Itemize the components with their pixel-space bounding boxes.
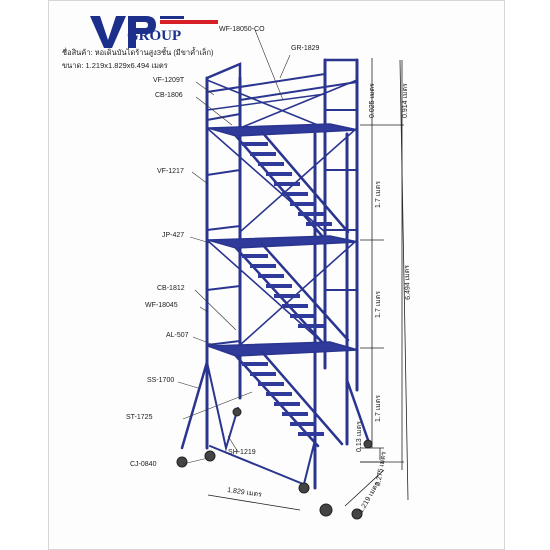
product-name: ชื่อสินค้า: หอเดินบันไดร้านสูง3ชั้น (มีข… <box>62 48 214 57</box>
callout-cj-0840: CJ-0840 <box>130 461 157 468</box>
dim-0025: 0.025 เมตร <box>369 83 376 118</box>
logo-group-text: GROUP <box>127 28 182 44</box>
callout-vf-1217: VF-1217 <box>157 168 184 175</box>
callout-cb-1806: CB-1806 <box>155 92 183 99</box>
callout-gr-1829: GR-1829 <box>291 45 320 52</box>
vpc-logo <box>90 16 218 48</box>
callout-cb-1812: CB-1812 <box>157 285 185 292</box>
callout-ss-1700: SS-1700 <box>147 377 175 384</box>
dim-17-top: 1.7 เมตร <box>375 181 382 208</box>
callout-st-1725: ST-1725 <box>126 414 153 421</box>
callout-jp-427: JP-427 <box>162 232 185 239</box>
callout-wf-18045: WF-18045 <box>145 302 178 309</box>
callout-vf-1209t: VF-1209T <box>153 77 185 84</box>
product-size: ขนาด: 1.219x1.829x6.494 เมตร <box>62 61 168 70</box>
callout-wf-18050-co: WF-18050-CO <box>219 26 265 33</box>
dim-6494: 6.494 เมตร <box>403 264 412 300</box>
dim-17-mid: 1.7 เมตร <box>375 291 382 318</box>
dim-0914: 0.914 เมตร <box>402 83 409 118</box>
dim-17-bottom: 1.7 เมตร <box>375 395 382 422</box>
callout-al-507: AL-507 <box>166 332 189 339</box>
callout-sh-1219: SH-1219 <box>228 449 256 456</box>
dim-013: 0.13 เมตร <box>356 421 363 452</box>
